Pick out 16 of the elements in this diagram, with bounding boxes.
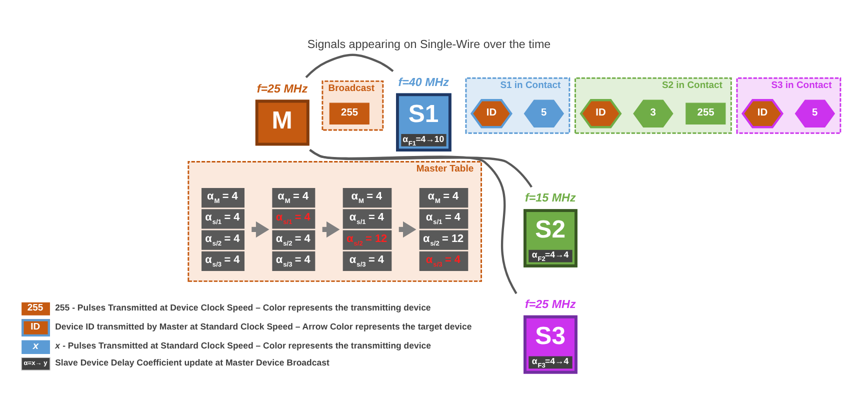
legend-label: Device ID transmitted by Master at Standard Clock Speed – Arrow Color represents the target device — [55, 321, 472, 332]
legend-label: 255 - Pulses Transmitted at Device Clock Speed – Color represents the transmitting device — [55, 302, 431, 312]
node-label: f=25 MHz — [256, 82, 308, 96]
legend-label: x - Pulses Transmitted at Standard Clock Speed – Color represents the transmitting device — [55, 340, 432, 351]
legend-label: Slave Device Delay Coefficient update at Master Device Broadcast — [55, 357, 330, 368]
connector — [305, 54, 394, 78]
node-label: f=25 MHz — [524, 298, 576, 311]
diagram-title: Signals appearing on Single-Wire over the time — [307, 38, 551, 52]
node-box: 255 — [329, 102, 370, 125]
node-label: f=40 MHz — [398, 76, 449, 89]
node-label: f=15 MHz — [524, 192, 576, 205]
label: 255 — [27, 302, 44, 314]
label: x — [32, 341, 39, 352]
node-box: 255 — [686, 102, 726, 125]
label: ID — [30, 322, 40, 333]
connector — [309, 148, 518, 294]
